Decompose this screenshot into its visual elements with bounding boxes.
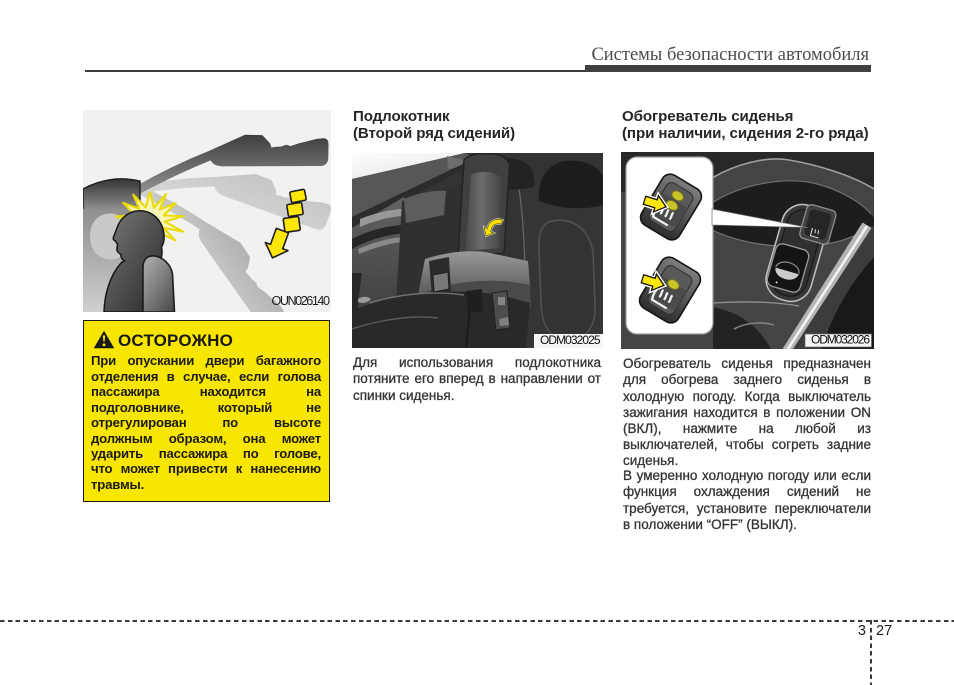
svg-text:ODM032026: ODM032026	[811, 333, 870, 347]
svg-text:OUN026140: OUN026140	[272, 294, 331, 308]
svg-text:ODM032025: ODM032025	[540, 333, 601, 347]
